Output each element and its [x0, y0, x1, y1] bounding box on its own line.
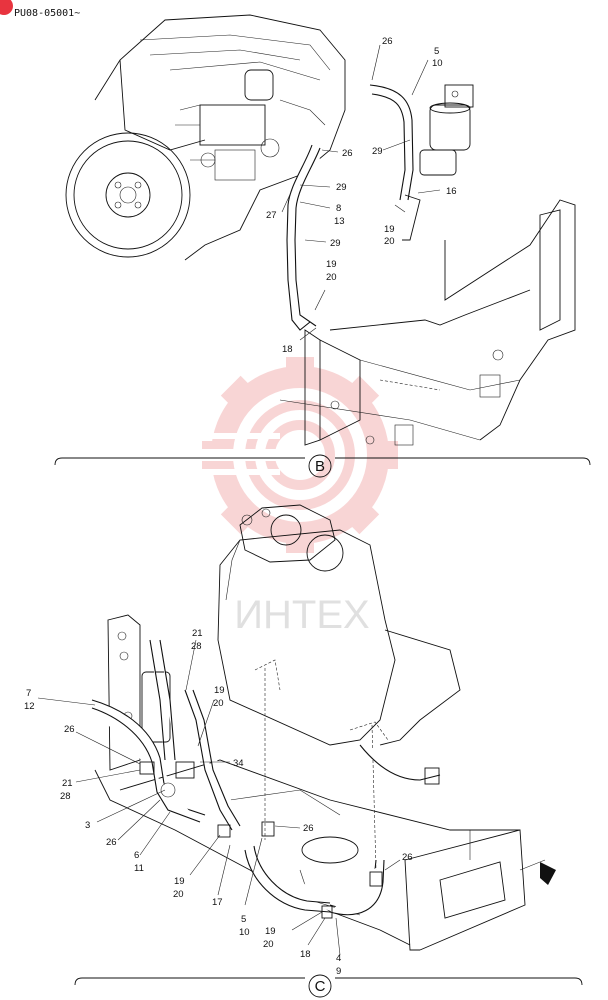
callout: 19 — [265, 926, 276, 937]
doc-code: PU08-05001~ — [14, 8, 80, 19]
section-b-drawing — [54, 14, 591, 478]
callout: 20 — [263, 939, 274, 950]
callout: 6 — [134, 850, 139, 861]
callout: 4 — [336, 953, 341, 964]
callout: 5 — [434, 46, 439, 57]
watermark-text: ИНТЕХ — [234, 593, 369, 637]
callout: 26 — [342, 148, 353, 159]
callout: 7 — [26, 688, 31, 699]
callout: 26 — [303, 823, 314, 834]
section-label-b: B — [315, 458, 325, 475]
callout: 5 — [241, 914, 246, 925]
callout: 28 — [60, 791, 71, 802]
callout: 20 — [326, 272, 337, 283]
callout: 18 — [282, 344, 293, 355]
callout: 12 — [24, 701, 35, 712]
section-b-callouts: 26 5 10 29 26 29 16 27 8 13 19 20 29 19 … — [266, 36, 457, 355]
callout: 26 — [64, 724, 75, 735]
callout: 16 — [446, 186, 457, 197]
callout: 34 — [233, 758, 244, 769]
callout: 19 — [326, 259, 337, 270]
callout: 20 — [213, 698, 224, 709]
callout: 29 — [372, 146, 383, 157]
callout: 20 — [384, 236, 395, 247]
section-c-drawing — [37, 504, 583, 998]
callout: 10 — [239, 927, 250, 938]
callout: 19 — [174, 876, 185, 887]
direction-arrow-icon — [540, 862, 556, 885]
callout: 10 — [432, 58, 443, 69]
callout: 20 — [173, 889, 184, 900]
callout: 29 — [336, 182, 347, 193]
callout: 11 — [134, 863, 144, 874]
header-marker-icon — [0, 0, 13, 15]
callout: 17 — [212, 897, 223, 908]
callout: 19 — [384, 224, 395, 235]
callout: 19 — [214, 685, 225, 696]
callout: 13 — [334, 216, 345, 227]
callout: 21 — [62, 778, 73, 789]
callout: 27 — [266, 210, 277, 221]
callout: 29 — [330, 238, 341, 249]
callout: 21 — [192, 628, 203, 639]
callout: 9 — [336, 966, 341, 977]
callout: 18 — [300, 949, 311, 960]
callout: 3 — [85, 820, 90, 831]
section-label-c: C — [315, 978, 326, 995]
callout: 26 — [402, 852, 413, 863]
watermark-gear-icon — [190, 357, 398, 553]
section-c-callouts: 21 28 19 20 7 12 26 34 21 28 3 26 6 11 2… — [24, 628, 413, 977]
callout: 28 — [191, 641, 202, 652]
callout: 26 — [382, 36, 393, 47]
callout: 8 — [336, 203, 341, 214]
callout: 26 — [106, 837, 117, 848]
